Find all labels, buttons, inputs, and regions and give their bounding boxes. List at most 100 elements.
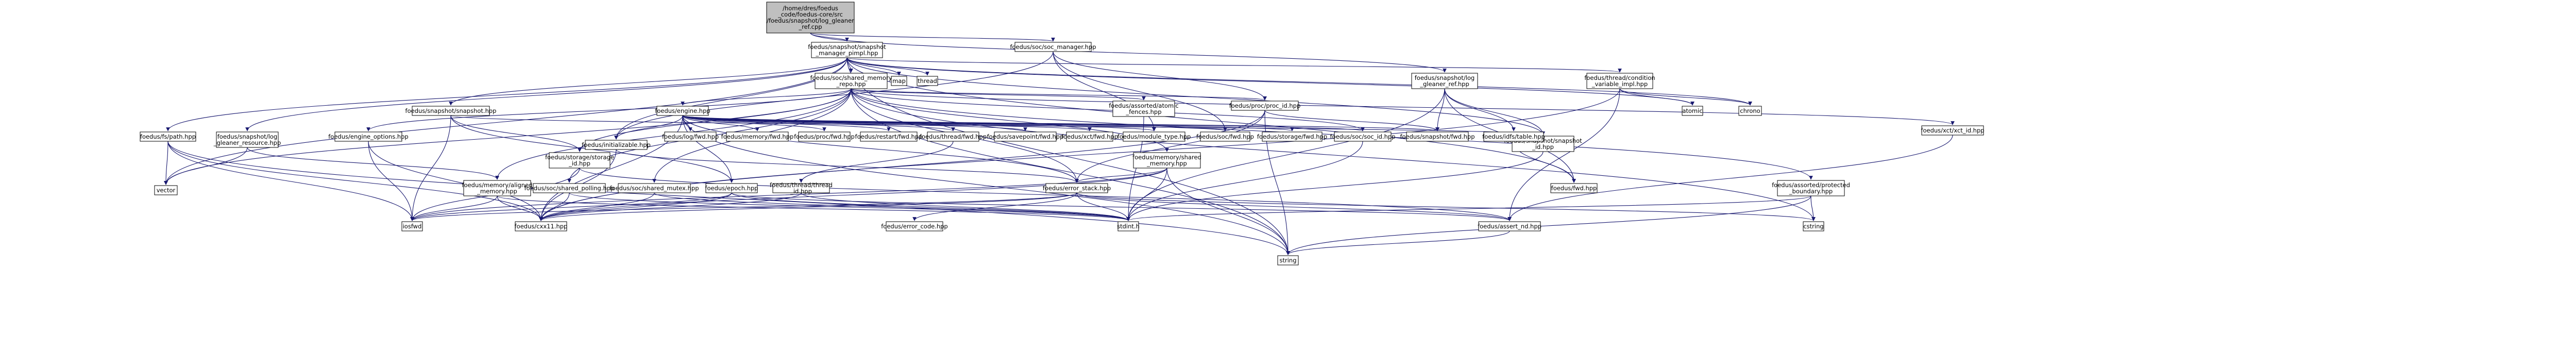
node-label: foedus/assorted/atomic (1109, 102, 1178, 109)
node-xct-fwd[interactable]: foedus/xct/fwd.hpp (1061, 131, 1118, 142)
node-dirtable[interactable]: foedus/idfs/table.hpp (1482, 131, 1545, 142)
node-memory-fwd[interactable]: foedus/memory/fwd.hpp (721, 131, 794, 142)
node-snapshot-hpp[interactable]: foedus/snapshot/snapshot.hpp (405, 106, 497, 116)
edge-log_gleaner_ref-to-stdint (1126, 88, 1445, 221)
node-box (994, 131, 1057, 142)
edge-shared_memory-to-iosfwd (410, 168, 1167, 221)
node-atomic-fences[interactable]: foedus/assorted/atomic_fences.hpp (1109, 101, 1179, 117)
edge-soc_manager-to-proc_id (1053, 51, 1267, 101)
edge-gleaner_resource-to-vector (164, 147, 248, 185)
node-box (334, 131, 402, 142)
node-engine-options[interactable]: foedus/engine_options.hpp (328, 131, 409, 142)
node-stdint: stdint.h (1117, 221, 1140, 231)
node-xct-id[interactable]: foedus/xct/xct_id.hpp (1921, 125, 1985, 136)
edge-engine_hpp-to-epoch (682, 115, 734, 183)
node-assert-nd[interactable]: foedus/assert_nd.hpp (1478, 221, 1541, 231)
edge-fs_path-to-iosfwd (167, 141, 414, 221)
node-label: foedus/fs/path.hpp (140, 133, 196, 140)
node-box (664, 131, 717, 142)
edge-shared_memory-to-error_stack (1075, 168, 1167, 183)
node-thread-id[interactable]: foedus/thread/thread_id.hpp (770, 181, 833, 195)
node-label: foedus/soc/shared_memory (810, 74, 892, 81)
node-gleaner-resource[interactable]: foedus/snapshot/log_gleaner_resource.hpp (213, 131, 281, 148)
node-storage-fwd[interactable]: foedus/storage/fwd.hpp (1257, 131, 1327, 142)
node-label: foedus/snapshot/log (1415, 74, 1475, 81)
edge-aligned_memory-to-iosfwd (410, 195, 498, 221)
node-savepoint-fwd[interactable]: foedus/savepoint/fwd.hpp (987, 131, 1064, 142)
node-label: foedus/xct/fwd.hpp (1061, 133, 1118, 140)
node-label: foedus/error_stack.hpp (1043, 185, 1111, 192)
node-label: foedus/soc/shared_mutex.hpp (610, 185, 699, 192)
node-shared-memory[interactable]: foedus/memory/shared_memory.hpp (1132, 152, 1201, 169)
node-aligned-memory[interactable]: foedus/memory/aligned_memory.hpp (462, 180, 533, 196)
node-soc-fwd[interactable]: foedus/soc/fwd.hpp (1196, 131, 1254, 142)
edge-shared_memory_repo-to-proc_id (851, 88, 1267, 101)
node-label: /home/dres/foedus (783, 5, 838, 12)
node-label: foedus/snapshot/snapshot (808, 43, 886, 51)
node-chrono: chrono (1738, 106, 1762, 116)
node-error-code[interactable]: foedus/error_code.hpp (881, 221, 948, 231)
node-cxx11[interactable]: foedus/cxx11.hpp (515, 221, 568, 231)
node-proc-fwd[interactable]: foedus/proc/fwd.hpp (794, 131, 855, 142)
node-fwd-hpp[interactable]: foedus/fwd.hpp (1550, 183, 1598, 193)
node-engine-hpp[interactable]: foedus/engine.hpp (655, 106, 710, 116)
node-log-fwd[interactable]: foedus/log/fwd.hpp (662, 131, 719, 142)
node-storage-id[interactable]: foedus/storage/storage_id.hpp (545, 152, 614, 169)
node-initializable[interactable]: foedus/initializable.hpp (582, 140, 651, 150)
node-soc-id[interactable]: foedus/soc/soc_id.hpp (1330, 131, 1396, 142)
edge-shared_memory_repo-to-engine_options (366, 88, 852, 131)
edge-ssm_impl-to-condition_variable (846, 57, 1622, 73)
node-error-stack[interactable]: foedus/error_stack.hpp (1043, 183, 1111, 193)
node-shared-polling[interactable]: foedus/soc/shared_polling.hpp (524, 183, 615, 193)
node-label: atomic (1682, 107, 1702, 114)
node-label: _id.hpp (568, 160, 590, 167)
node-box (1586, 73, 1653, 89)
node-label: foedus/soc/fwd.hpp (1196, 133, 1254, 140)
node-condition-variable[interactable]: foedus/thread/condition_variable_impl.hp… (1584, 73, 1655, 89)
node-box (1066, 131, 1113, 142)
node-thread: thread (917, 76, 938, 86)
node-label: foedus/engine_options.hpp (328, 133, 409, 140)
node-box (798, 131, 851, 142)
node-epoch[interactable]: foedus/epoch.hpp (705, 183, 758, 193)
node-box (811, 42, 883, 58)
node-label: cstring (1803, 223, 1823, 230)
node-map: map (891, 76, 907, 86)
node-label: map (892, 77, 906, 85)
node-label: foedus/memory/shared (1132, 154, 1201, 161)
edge-engine_hpp-to-error_stack (682, 115, 1079, 183)
edge-root-to-log_gleaner_ref (810, 32, 1447, 73)
edge-gleaner_resource-to-aligned_memory (247, 147, 499, 180)
node-proc-id[interactable]: foedus/proc/proc_id.hpp (1229, 101, 1301, 111)
node-thread-fwd[interactable]: foedus/thread/fwd.hpp (920, 131, 987, 142)
node-snapshot-fwd[interactable]: foedus/snapshot/fwd.hpp (1400, 131, 1475, 142)
edge-error_stack-to-error_code (912, 192, 1077, 221)
node-label: _manager_pimpl.hpp (816, 49, 878, 57)
node-module-type[interactable]: foedus/module_type.hpp (1117, 131, 1191, 142)
node-soc-manager[interactable]: foedus/soc/soc_manager.hpp (1010, 42, 1096, 52)
node-ssm-impl[interactable]: foedus/snapshot/snapshot_manager_pimpl.h… (808, 42, 886, 58)
node-label: _repo.hpp (836, 80, 866, 88)
node-log-gleaner-ref[interactable]: foedus/snapshot/log_gleaner_ref.hpp (1411, 73, 1478, 89)
node-fs-path[interactable]: foedus/fs/path.hpp (140, 131, 196, 142)
edge-shared_memory-to-cxx11 (539, 168, 1167, 221)
node-box (1200, 131, 1250, 142)
edge-engine_options-to-cxx11 (368, 141, 543, 221)
node-box (1262, 131, 1323, 142)
node-restart-fwd[interactable]: foedus/restart/fwd.hpp (855, 131, 923, 142)
node-box (549, 152, 611, 169)
node-root[interactable]: /home/dres/foedus_code/foedus-core/src/f… (766, 2, 855, 34)
node-label: foedus/thread/thread (770, 181, 833, 189)
edge-shared_mutex-to-cxx11 (539, 192, 655, 221)
node-box (154, 185, 178, 195)
node-shared-mutex[interactable]: foedus/soc/shared_mutex.hpp (610, 183, 699, 193)
node-protected-boundary[interactable]: foedus/assorted/protected_boundary.hpp (1772, 180, 1850, 196)
node-label: foedus/thread/condition (1584, 74, 1655, 81)
edge-xct_id-to-assert_nd (1507, 135, 1953, 221)
node-string: string (1277, 255, 1299, 265)
edge-engine_hpp-to-initializable (614, 115, 683, 140)
node-label: _memory.hpp (1146, 160, 1187, 167)
node-box (1045, 183, 1108, 193)
node-shared-memory-repo[interactable]: foedus/soc/shared_memory_repo.hpp (810, 73, 892, 89)
